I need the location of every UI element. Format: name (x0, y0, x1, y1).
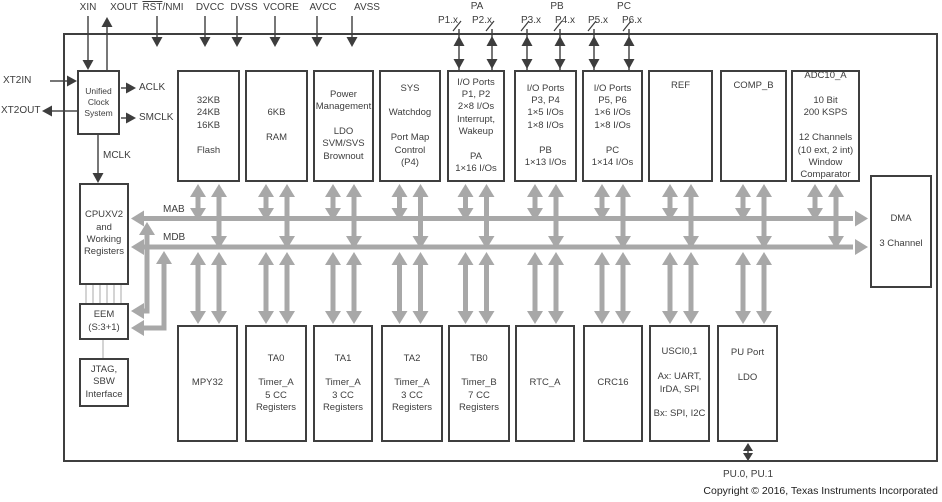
block-ref: REF (648, 70, 713, 182)
signal-label-xt2out: XT2OUT (1, 105, 41, 116)
pin-label-p2x: P2.x (471, 15, 493, 26)
pin-label-p6x: P6.x (621, 15, 643, 26)
pin-label-pu: PU.0, PU.1 (722, 469, 774, 480)
block-eem: EEM (S:3+1) (79, 303, 129, 340)
block-comp-b: COMP_B (720, 70, 787, 182)
pin-label-rst-nmi: RST/NMI (142, 2, 183, 13)
block-ta0: TA0 Timer_A 5 CC Registers (245, 325, 307, 442)
signal-label-aclk: ACLK (139, 82, 166, 93)
block-ta2: TA2 Timer_A 3 CC Registers (381, 325, 443, 442)
pin-label-dvss: DVSS (230, 2, 258, 13)
pin-label-xin: XIN (79, 2, 97, 13)
block-adc10-a: ADC10_A 10 Bit 200 KSPS 12 Channels (10 … (791, 70, 860, 182)
pin-label-avss: AVSS (354, 2, 380, 13)
block-cpuxv2: CPUXV2 and Working Registers (79, 183, 129, 285)
block-pu-port: PU Port LDO (717, 325, 778, 442)
block-io-ports-p1-p2: I/O Ports P1, P2 2×8 I/Os Interrupt, Wak… (447, 70, 505, 182)
block-usci: USCI0,1 Ax: UART, IrDA, SPI Bx: SPI, I2C (649, 325, 710, 442)
signal-label-smclk: SMCLK (139, 112, 174, 123)
block-power-management: Power Management LDO SVM/SVS Brownout (313, 70, 374, 182)
block-mpy32: MPY32 (177, 325, 238, 442)
pin-label-vcore: VCORE (263, 2, 299, 13)
copyright-notice: Copyright © 2016, Texas Instruments Inco… (703, 485, 938, 497)
pin-label-p4x: P4.x (554, 15, 576, 26)
block-jtag-sbw: JTAG, SBW Interface (79, 358, 129, 407)
bus-label-mab: MAB (163, 204, 185, 215)
block-flash: 32KB 24KB 16KB Flash (177, 70, 240, 182)
signal-label-xt2in: XT2IN (3, 75, 32, 86)
rst-text: RST (142, 2, 163, 13)
signal-label-mclk: MCLK (103, 150, 131, 161)
port-group-pb: PB (550, 1, 564, 12)
block-rtc-a: RTC_A (515, 325, 575, 442)
pin-label-avcc: AVCC (309, 2, 337, 13)
block-io-ports-p5-p6: I/O Ports P5, P6 1×6 I/Os 1×8 I/Os PC 1×… (582, 70, 643, 182)
nmi-text: /NMI (162, 2, 184, 13)
block-crc16: CRC16 (583, 325, 643, 442)
block-unified-clock-system: Unified Clock System (77, 70, 120, 135)
block-tb0: TB0 Timer_B 7 CC Registers (448, 325, 510, 442)
pin-label-p1x: P1.x (437, 15, 459, 26)
port-group-pa: PA (470, 1, 484, 12)
block-ram: 6KB RAM (245, 70, 308, 182)
block-io-ports-p3-p4: I/O Ports P3, P4 1×5 I/Os 1×8 I/Os PB 1×… (514, 70, 577, 182)
block-dma: DMA 3 Channel (870, 175, 932, 288)
pin-label-p5x: P5.x (587, 15, 609, 26)
pin-label-dvcc: DVCC (195, 2, 225, 13)
pin-label-p3x: P3.x (520, 15, 542, 26)
block-sys-watchdog: SYS Watchdog Port Map Control (P4) (379, 70, 441, 182)
block-ta1: TA1 Timer_A 3 CC Registers (313, 325, 373, 442)
port-group-pc: PC (617, 1, 631, 12)
pin-label-xout: XOUT (110, 2, 138, 13)
bus-label-mdb: MDB (163, 232, 186, 243)
